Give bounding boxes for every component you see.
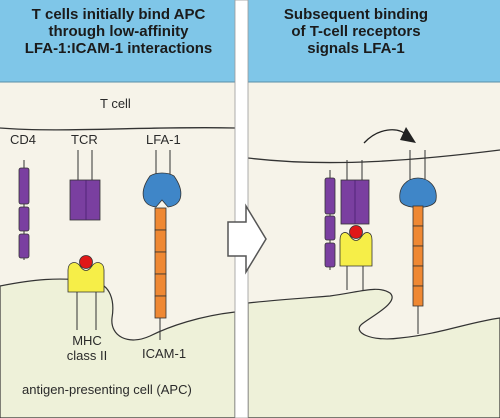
tcr-label: TCR bbox=[71, 132, 98, 147]
t-cell-label: T cell bbox=[100, 96, 131, 111]
mhc-molecule-right bbox=[339, 225, 373, 290]
right-header-line-3: signals LFA-1 bbox=[307, 40, 405, 57]
right-header-bar bbox=[248, 0, 500, 82]
left-header-title: T cells initially bind APC through low-a… bbox=[6, 6, 231, 57]
right-header-title: Subsequent binding of T-cell receptors s… bbox=[256, 6, 456, 57]
right-arrow-icon bbox=[227, 203, 267, 275]
right-header-line-1: Subsequent binding bbox=[283, 6, 429, 23]
apc-membrane-left bbox=[0, 278, 236, 418]
icam1-label: ICAM-1 bbox=[142, 346, 187, 361]
curved-arrow-head-icon bbox=[400, 127, 416, 143]
tcr-molecule-right bbox=[340, 160, 370, 225]
lfa1-label: LFA-1 bbox=[146, 132, 181, 147]
mhc-label: MHC class II bbox=[62, 333, 112, 363]
apc-label: antigen-presenting cell (APC) bbox=[22, 382, 192, 397]
cd4-label: CD4 bbox=[10, 132, 37, 147]
tcr-molecule-left bbox=[69, 150, 101, 221]
apc-membrane-right bbox=[247, 288, 500, 418]
t-cell-membrane-right bbox=[247, 149, 500, 164]
mhc-label-line-1: MHC bbox=[72, 333, 102, 348]
icam1-molecule-right bbox=[412, 205, 424, 334]
left-header-line-3: LFA-1:ICAM-1 interactions bbox=[24, 40, 213, 57]
cd4-molecule-right bbox=[324, 170, 336, 270]
left-header-bar bbox=[0, 0, 235, 82]
icam1-molecule-left bbox=[154, 207, 167, 340]
left-header-line-1: T cells initially bind APC bbox=[31, 6, 206, 23]
right-header-line-2: of T-cell receptors bbox=[291, 23, 421, 40]
cd4-molecule-left bbox=[18, 160, 30, 260]
t-cell-membrane-left bbox=[0, 126, 236, 131]
lfa1-molecule-left bbox=[142, 150, 182, 208]
mhc-label-line-2: class II bbox=[66, 348, 108, 363]
left-header-line-2: through low-affinity bbox=[48, 23, 189, 40]
mhc-molecule-left bbox=[67, 255, 105, 330]
